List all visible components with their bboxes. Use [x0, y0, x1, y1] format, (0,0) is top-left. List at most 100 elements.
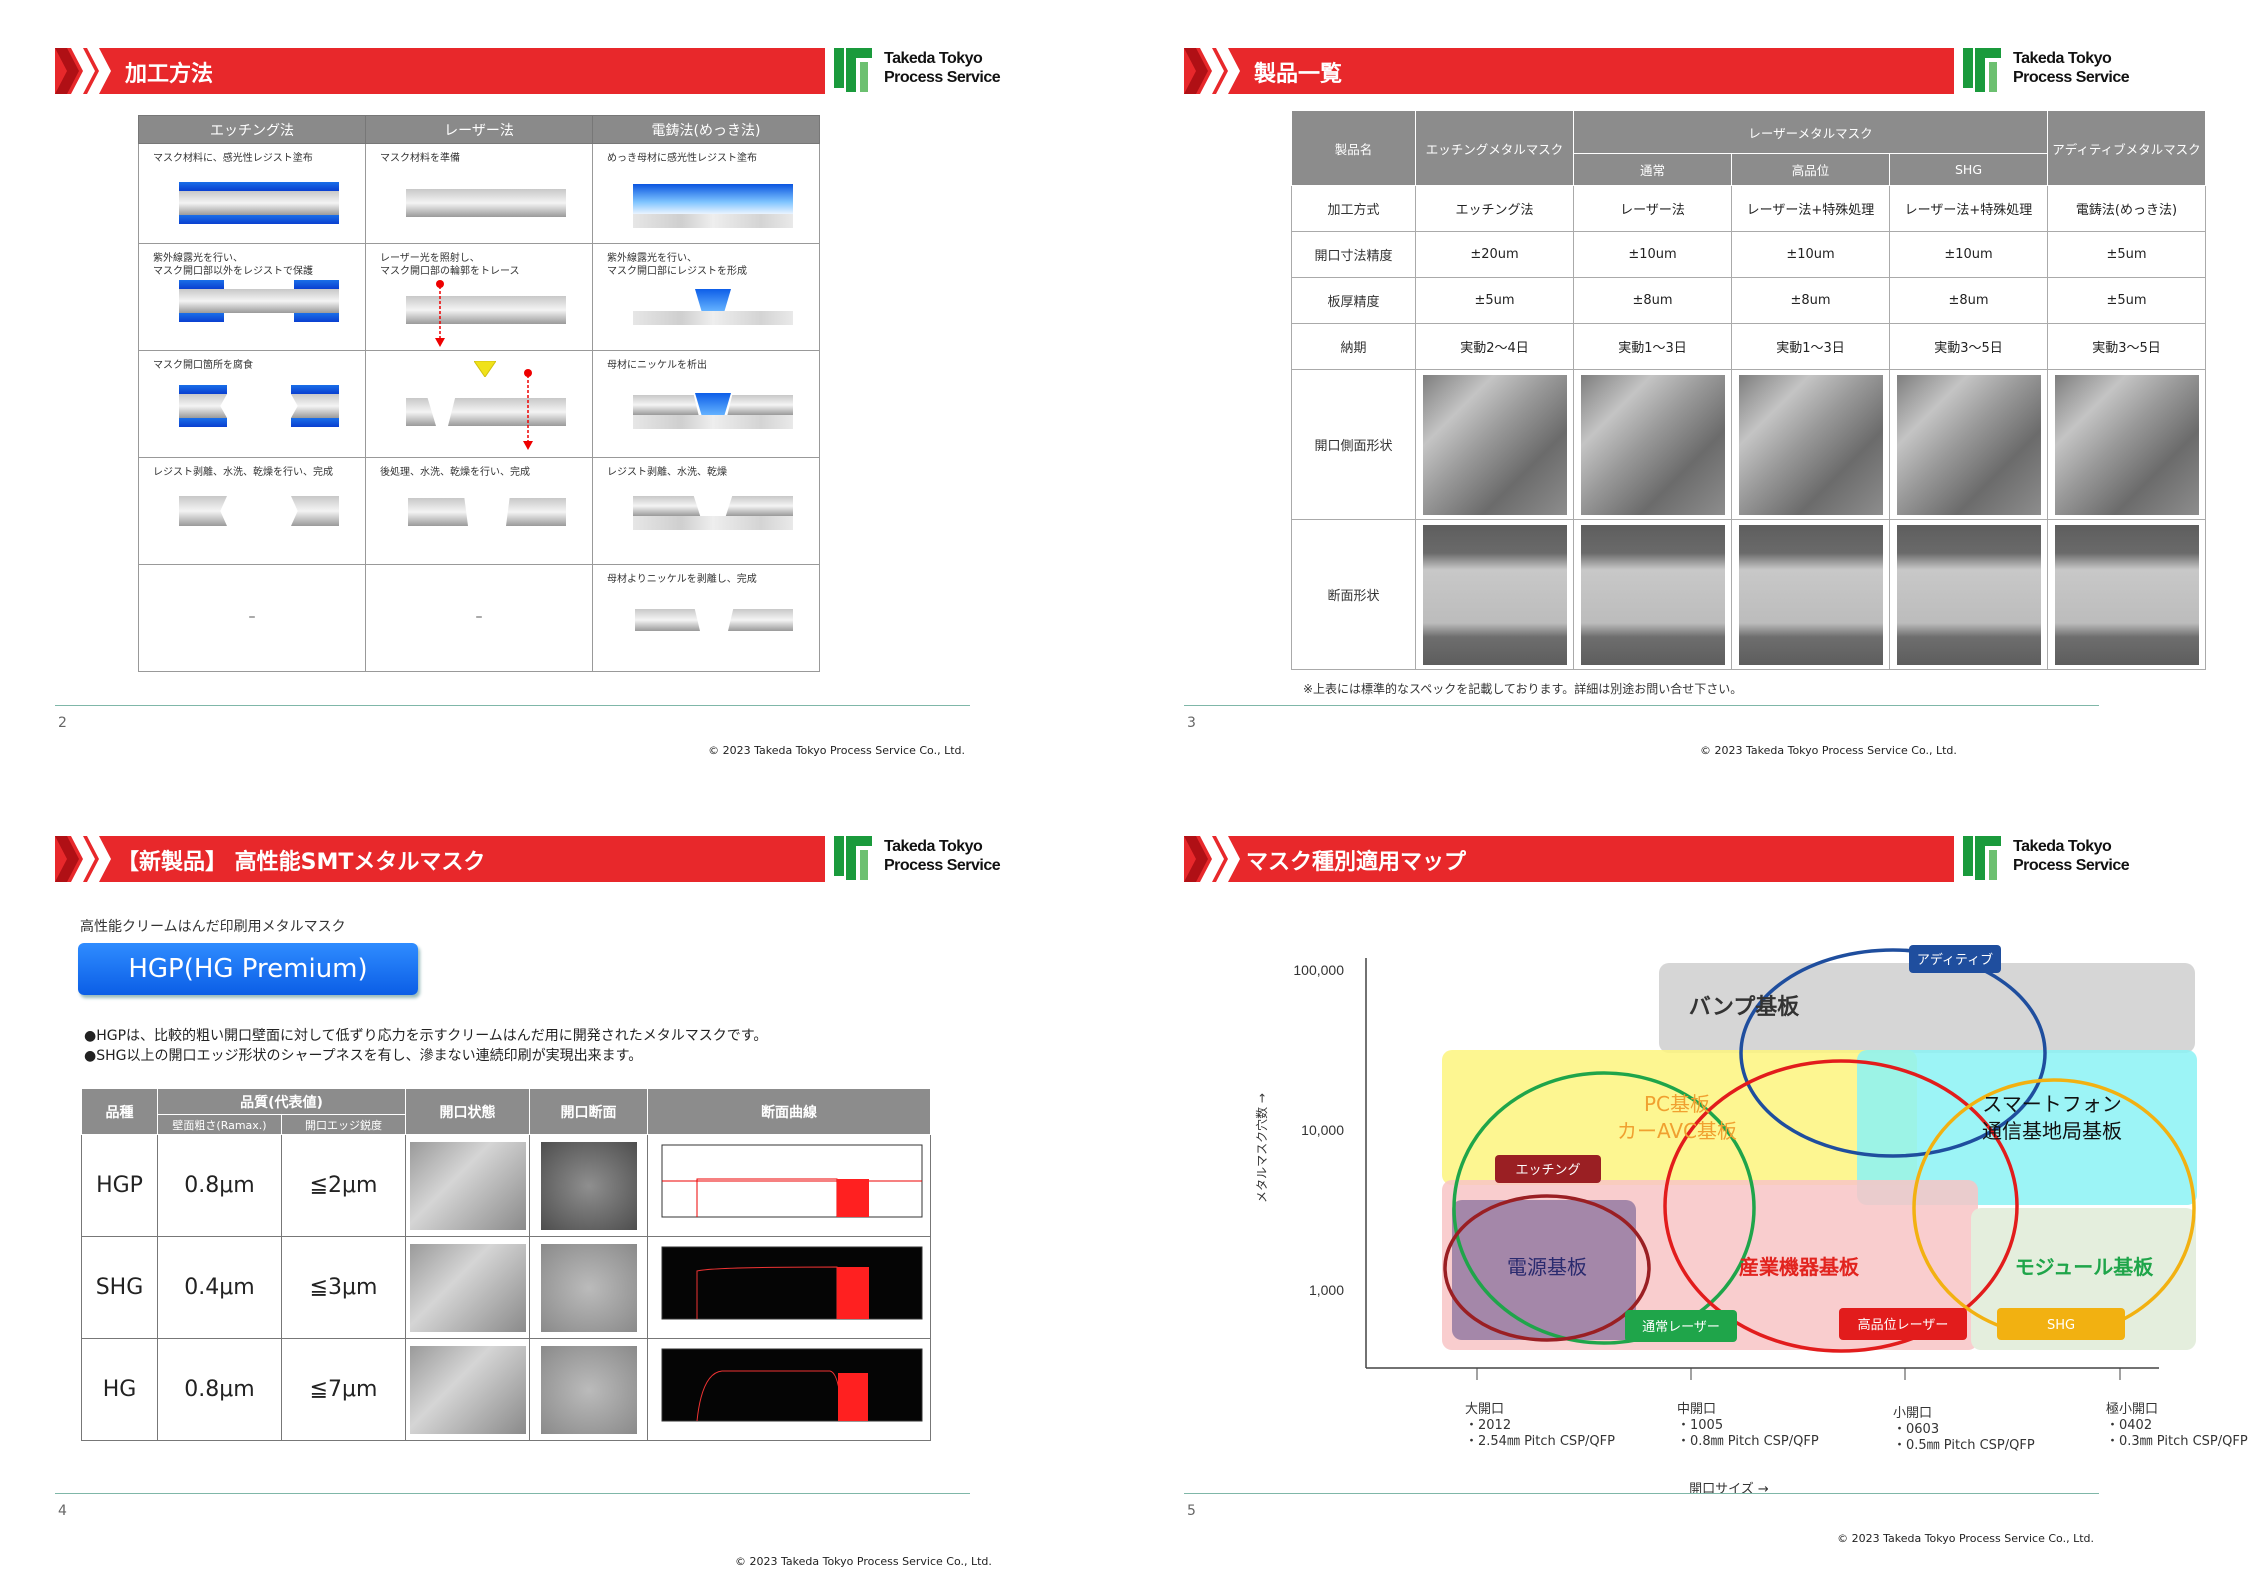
title-bar: マスク種別適用マップ — [1184, 836, 1954, 882]
header-product-name: 製品名 — [1291, 110, 1416, 186]
copyright: © 2023 Takeda Tokyo Process Service Co.,… — [1837, 1532, 2094, 1545]
sem-cell — [1573, 519, 1732, 670]
copyright: © 2023 Takeda Tokyo Process Service Co.,… — [708, 744, 965, 757]
step-caption: レジスト剥離、水洗、乾燥 — [607, 467, 727, 478]
dash: – — [475, 609, 483, 625]
laser-arrow-icon — [435, 280, 445, 347]
section-cell — [529, 1236, 648, 1339]
chevron-icon — [55, 48, 111, 94]
mask-material — [506, 498, 566, 526]
x-tick: ・0.3㎜ Pitch CSP/QFP — [2106, 1434, 2248, 1449]
cell: ±8um — [1731, 277, 1890, 324]
edge-cell: ≦2μm — [281, 1134, 406, 1237]
x-tick: 中開口 — [1677, 1402, 1716, 1417]
x-tick: ・2012 — [1465, 1418, 1511, 1433]
cell: エッチング法 — [1415, 185, 1574, 232]
step-cell: 母材にニッケルを析出 — [592, 350, 820, 458]
mask-material — [179, 191, 339, 215]
header-roughness: 壁面粗さ(Ramax.) — [157, 1114, 282, 1135]
hgp-button[interactable]: HGP(HG Premium) — [78, 943, 418, 995]
rough-cell: 0.8μm — [157, 1134, 282, 1237]
cell: レーザー法+特殊処理 — [1889, 185, 2048, 232]
x-axis-label: 開口サイズ → — [1689, 1481, 1769, 1497]
cell: レーザー法+特殊処理 — [1731, 185, 1890, 232]
step-cell: 紫外線露光を行い、 マスク開口部にレジストを形成 — [592, 243, 820, 351]
profile-curve — [651, 1138, 927, 1227]
tag-high-laser — [1839, 1308, 1967, 1340]
step-caption: 母材にニッケルを析出 — [607, 360, 707, 371]
resist — [179, 215, 339, 224]
step-caption: マスク開口箇所を腐食 — [153, 360, 253, 371]
nickel-mask — [635, 609, 700, 631]
kind-cell: SHG — [81, 1236, 158, 1339]
tag-additive — [1909, 945, 2001, 973]
col-laser: レーザー法 — [365, 115, 593, 144]
row-label: 納期 — [1291, 323, 1416, 370]
chevron-icon — [1184, 836, 1240, 882]
title-bar: 加工方法 — [55, 48, 825, 94]
resist — [294, 313, 339, 322]
cell: ±10um — [1889, 231, 2048, 278]
label-pc: PC基板 — [1644, 1092, 1710, 1116]
tag-etching-label: エッチング — [1515, 1163, 1580, 1178]
tag-etching — [1495, 1155, 1601, 1183]
cell: 実動1～3日 — [1573, 323, 1732, 370]
rough-cell: 0.4μm — [157, 1236, 282, 1339]
mask-material — [179, 496, 227, 526]
tag-shg-label: SHG — [2047, 1318, 2075, 1333]
resist — [179, 418, 227, 427]
header-additive: アディティブメタルマスク — [2047, 110, 2206, 186]
tag-normal-laser — [1625, 1310, 1737, 1342]
header-quality: 品質(代表値) — [157, 1088, 406, 1115]
row-label: 板厚精度 — [1291, 277, 1416, 324]
title-bar: 【新製品】 高性能SMTメタルマスク — [55, 836, 825, 882]
kind-cell: HGP — [81, 1134, 158, 1237]
step-cell: 紫外線露光を行い、 マスク開口部以外をレジストで保護 — [138, 243, 366, 351]
table-row: 板厚精度 ±5um±8um±8um±8um±5um — [1291, 277, 2206, 324]
table-row: 断面形状 — [1291, 519, 2206, 670]
step-cell: マスク材料に、感光性レジスト塗布 — [138, 143, 366, 244]
footer-line — [55, 1493, 970, 1494]
step-caption: 母材よりニッケルを剥離し、完成 — [607, 574, 757, 585]
row-label: 断面形状 — [1291, 519, 1416, 670]
mask-material — [179, 289, 339, 313]
resist — [179, 280, 224, 289]
curve-cell — [647, 1236, 931, 1339]
profile-curve — [651, 1240, 927, 1329]
section-cell — [529, 1338, 648, 1441]
sem-image — [1580, 524, 1725, 665]
step-cell: レジスト剥離、水洗、乾燥を行い、完成 — [138, 457, 366, 565]
resist — [179, 385, 227, 394]
step-cell: マスク材料を準備 — [365, 143, 593, 244]
sem-image — [1738, 374, 1883, 515]
section-image — [540, 1141, 637, 1230]
header-laser-normal: 通常 — [1573, 153, 1732, 186]
y-axis-label: メタルマスク穴数 → — [1254, 1093, 1269, 1203]
resist — [179, 182, 339, 191]
slide-title: マスク種別適用マップ — [1246, 850, 1467, 875]
base-material — [633, 516, 793, 530]
x-tick: 極小開口 — [2106, 1401, 2158, 1417]
step-caption: レーザー光を照射し、 マスク開口部の輪郭をトレース — [380, 253, 520, 277]
quality-table: 品種 品質(代表値) 開口状態 開口断面 断面曲線 壁面粗さ(Ramax.) 開… — [81, 1088, 931, 1441]
cell: ±8um — [1573, 277, 1732, 324]
mask-material — [408, 498, 468, 526]
opening-image — [409, 1345, 526, 1434]
tag-normal-laser-label: 通常レーザー — [1642, 1320, 1720, 1335]
logo-mark-icon — [834, 836, 872, 880]
table-row: 開口寸法精度 ±20um±10um±10um±10um±5um — [1291, 231, 2206, 278]
dash: – — [248, 609, 256, 625]
logo-mark-icon — [834, 48, 872, 92]
cell: ±5um — [1415, 277, 1574, 324]
nickel-layer — [633, 496, 793, 516]
sem-cell — [2047, 369, 2206, 520]
row-label: 加工方式 — [1291, 185, 1416, 232]
step-caption: めっき母材に感光性レジスト塗布 — [607, 153, 757, 164]
